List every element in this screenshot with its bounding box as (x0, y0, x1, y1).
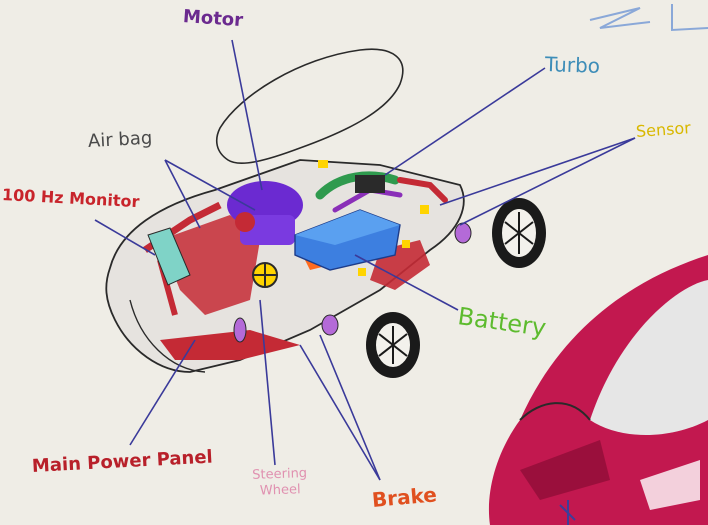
label-steering-wheel: Steering Wheel (249, 466, 310, 500)
label-airbag: Air bag (87, 128, 152, 152)
steering-wheel-icon (253, 263, 277, 287)
label-turbo: Turbo (545, 52, 601, 78)
wheel-icon (366, 312, 420, 378)
label-sensor: Sensor (635, 118, 691, 141)
label-motor: Motor (182, 6, 243, 31)
wheel-icon (492, 198, 546, 268)
